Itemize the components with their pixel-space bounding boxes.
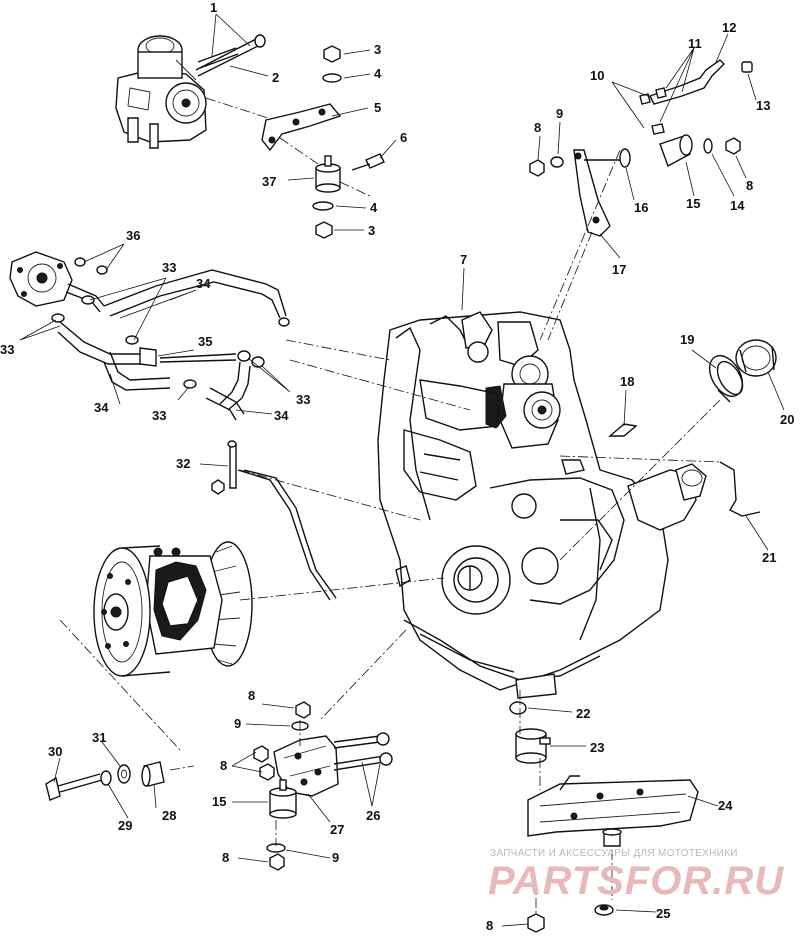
leader-lines [19,13,785,927]
callout-8: 8 [222,850,229,865]
callout-10: 10 [590,68,604,83]
drive-clutch [93,541,253,677]
callout-18: 18 [620,374,634,389]
callout-6: 6 [400,130,407,145]
callout-33: 33 [296,392,310,407]
callout-3: 3 [374,42,381,57]
callout-17: 17 [612,262,626,277]
callout-16: 16 [634,200,648,215]
callout-34: 34 [196,276,211,291]
callout-34: 34 [94,400,109,415]
small-parts-center [211,423,761,601]
oil-line-bracket-assembly [529,59,753,237]
callout-24: 24 [718,798,733,813]
callout-3: 3 [368,223,375,238]
callout-8: 8 [248,688,255,703]
clutch-bolt-assembly [45,761,165,801]
callout-29: 29 [118,818,132,833]
engine-mount-bracket [253,701,393,871]
callout-23: 23 [590,740,604,755]
callout-9: 9 [556,106,563,121]
callout-7: 7 [460,252,467,267]
oil-pump-hose-assembly [9,251,290,421]
callout-9: 9 [332,850,339,865]
callout-25: 25 [656,906,670,921]
callout-4: 4 [370,200,378,215]
callout-8: 8 [486,918,493,933]
callout-26: 26 [366,808,380,823]
watermark-logo: PARTSFOR.RU [488,859,784,903]
assembly-center-lines [59,97,721,914]
callout-15: 15 [212,794,226,809]
engine-block [377,311,707,699]
callout-2: 2 [272,70,279,85]
callout-13: 13 [756,98,770,113]
callout-14: 14 [730,198,745,213]
callout-32: 32 [176,456,190,471]
callout-1: 1 [210,0,217,15]
callout-27: 27 [330,822,344,837]
callout-8: 8 [534,120,541,135]
callout-8: 8 [746,178,753,193]
watermark: ЗАПЧАСТИ И АКСЕССУАРЫ ДЛЯ МОТОТЕХНИКИ PA… [488,848,784,903]
clamp-and-boot [708,339,777,403]
lower-mount-bracket [527,775,699,933]
callout-20: 20 [780,412,794,427]
watermark-caption: ЗАПЧАСТИ И АКСЕССУАРЫ ДЛЯ МОТОТЕХНИКИ [490,848,738,859]
callout-21: 21 [762,550,776,565]
callout-31: 31 [92,730,106,745]
callout-36: 36 [126,228,140,243]
callout-30: 30 [48,744,62,759]
upper-bracket-assembly [261,45,385,239]
callout-8: 8 [220,758,227,773]
callout-28: 28 [162,808,176,823]
callout-5: 5 [374,100,381,115]
carburetor [115,34,266,149]
callout-33: 33 [152,408,166,423]
callout-19: 19 [680,332,694,347]
callout-9: 9 [234,716,241,731]
callout-35: 35 [198,334,212,349]
callout-22: 22 [576,706,590,721]
rear-mount-isolator [509,701,551,764]
callout-34: 34 [274,408,289,423]
callout-33: 33 [162,260,176,275]
callout-33: 33 [0,342,14,357]
callout-37: 37 [262,174,276,189]
callout-4: 4 [374,66,382,81]
callout-12: 12 [722,20,736,35]
callout-11: 11 [688,36,702,51]
callout-15: 15 [686,196,700,211]
